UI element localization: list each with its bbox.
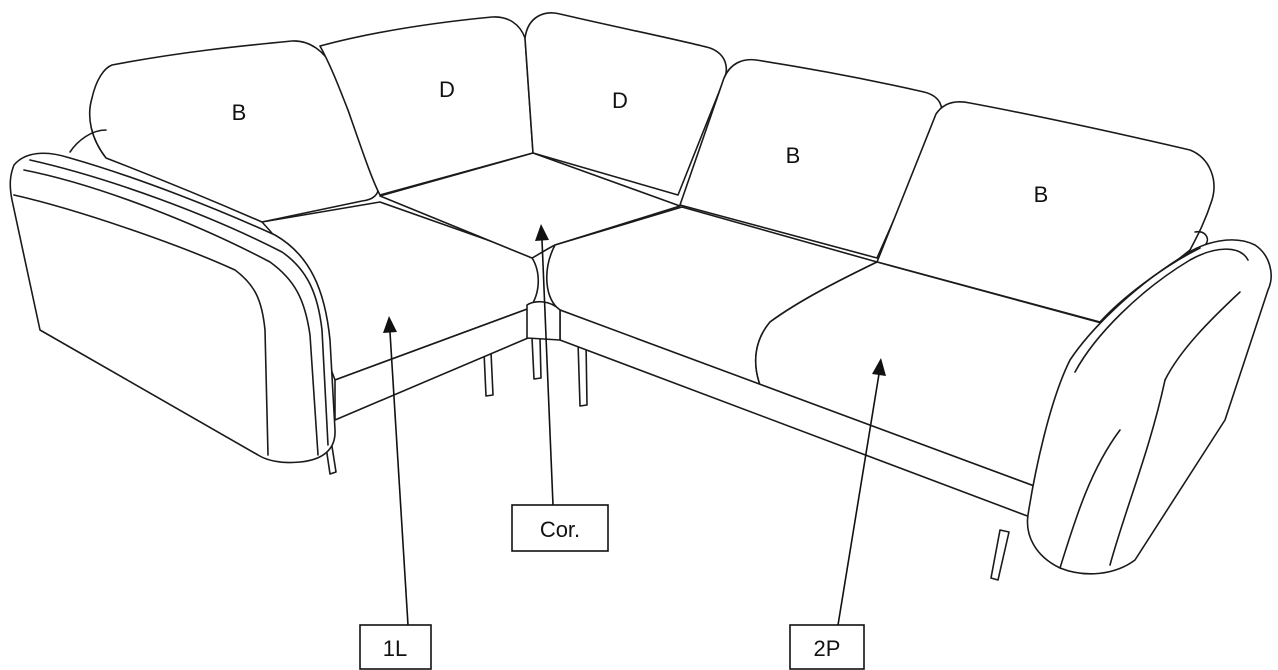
back-cushion-1-label: B <box>232 100 247 125</box>
callout-two-seater: 2P <box>789 624 865 670</box>
callout-one-left: 1L <box>359 624 432 670</box>
arrow-corner <box>541 239 554 506</box>
callout-two-seater-label: 2P <box>814 636 841 661</box>
back-cushion-5-label: B <box>1034 182 1049 207</box>
back-cushion-5 <box>876 100 1215 323</box>
arrow-two-seater <box>837 373 880 626</box>
back-cushion-3-label: D <box>612 88 628 113</box>
arrowhead-one-left <box>383 316 397 333</box>
back-cushion-2-label: D <box>439 77 455 102</box>
back-cushion-3 <box>524 12 727 196</box>
arrowhead-corner <box>535 224 549 241</box>
callout-corner: Cor. <box>511 504 609 552</box>
callout-arrows <box>383 224 886 626</box>
back-cushion-1 <box>88 40 380 223</box>
back-cushion-4-label: B <box>786 143 801 168</box>
left-armrest <box>9 152 336 464</box>
seat-cushion-corner <box>379 152 681 259</box>
arrow-one-left <box>389 331 409 626</box>
callout-one-left-label: 1L <box>383 636 407 661</box>
back-cushions <box>69 12 1215 323</box>
callout-corner-label: Cor. <box>540 517 580 542</box>
right-armrest <box>1026 239 1272 575</box>
sofa-legs <box>324 337 1010 581</box>
seat-cushions <box>261 152 1106 491</box>
sofa-base <box>334 300 1046 521</box>
arrowhead-two-seater <box>872 358 886 376</box>
